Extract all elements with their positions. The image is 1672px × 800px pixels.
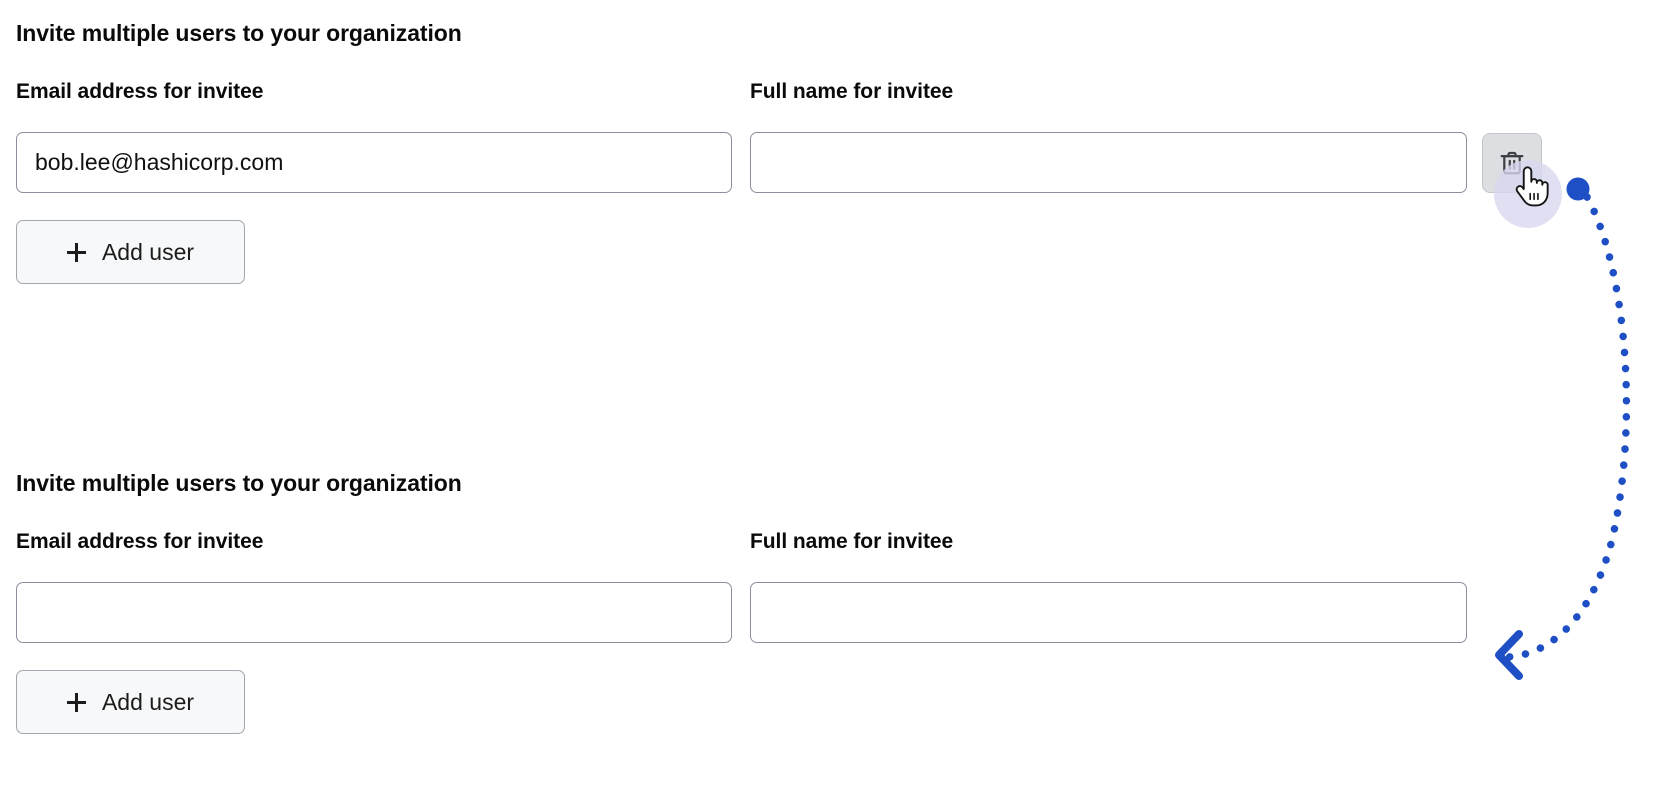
email-input[interactable] xyxy=(16,132,732,193)
fullname-input-2[interactable] xyxy=(750,582,1467,643)
email-input-2[interactable] xyxy=(16,582,732,643)
add-user-button-label: Add user xyxy=(101,238,195,265)
email-field-label: Email address for invitee xyxy=(16,80,264,103)
fullname-input[interactable] xyxy=(750,132,1467,193)
add-user-button-2[interactable]: Add user xyxy=(16,670,245,734)
annotation-origin-dot xyxy=(1566,177,1590,201)
page-title-2: Invite multiple users to your organizati… xyxy=(16,470,462,496)
fullname-field-label-2: Full name for invitee xyxy=(750,530,954,553)
plus-icon xyxy=(66,242,86,262)
add-user-button-label-2: Add user xyxy=(101,688,195,715)
delete-row-button[interactable] xyxy=(1482,133,1542,193)
add-user-button[interactable]: Add user xyxy=(16,220,245,284)
plus-icon xyxy=(66,692,86,712)
email-field-label-2: Email address for invitee xyxy=(16,530,264,553)
annotation-arrowhead-icon xyxy=(1495,630,1523,680)
page-title: Invite multiple users to your organizati… xyxy=(16,20,462,46)
fullname-field-label: Full name for invitee xyxy=(750,80,954,103)
annotation-dotted-path xyxy=(1504,193,1631,661)
trash-icon xyxy=(1498,149,1526,177)
